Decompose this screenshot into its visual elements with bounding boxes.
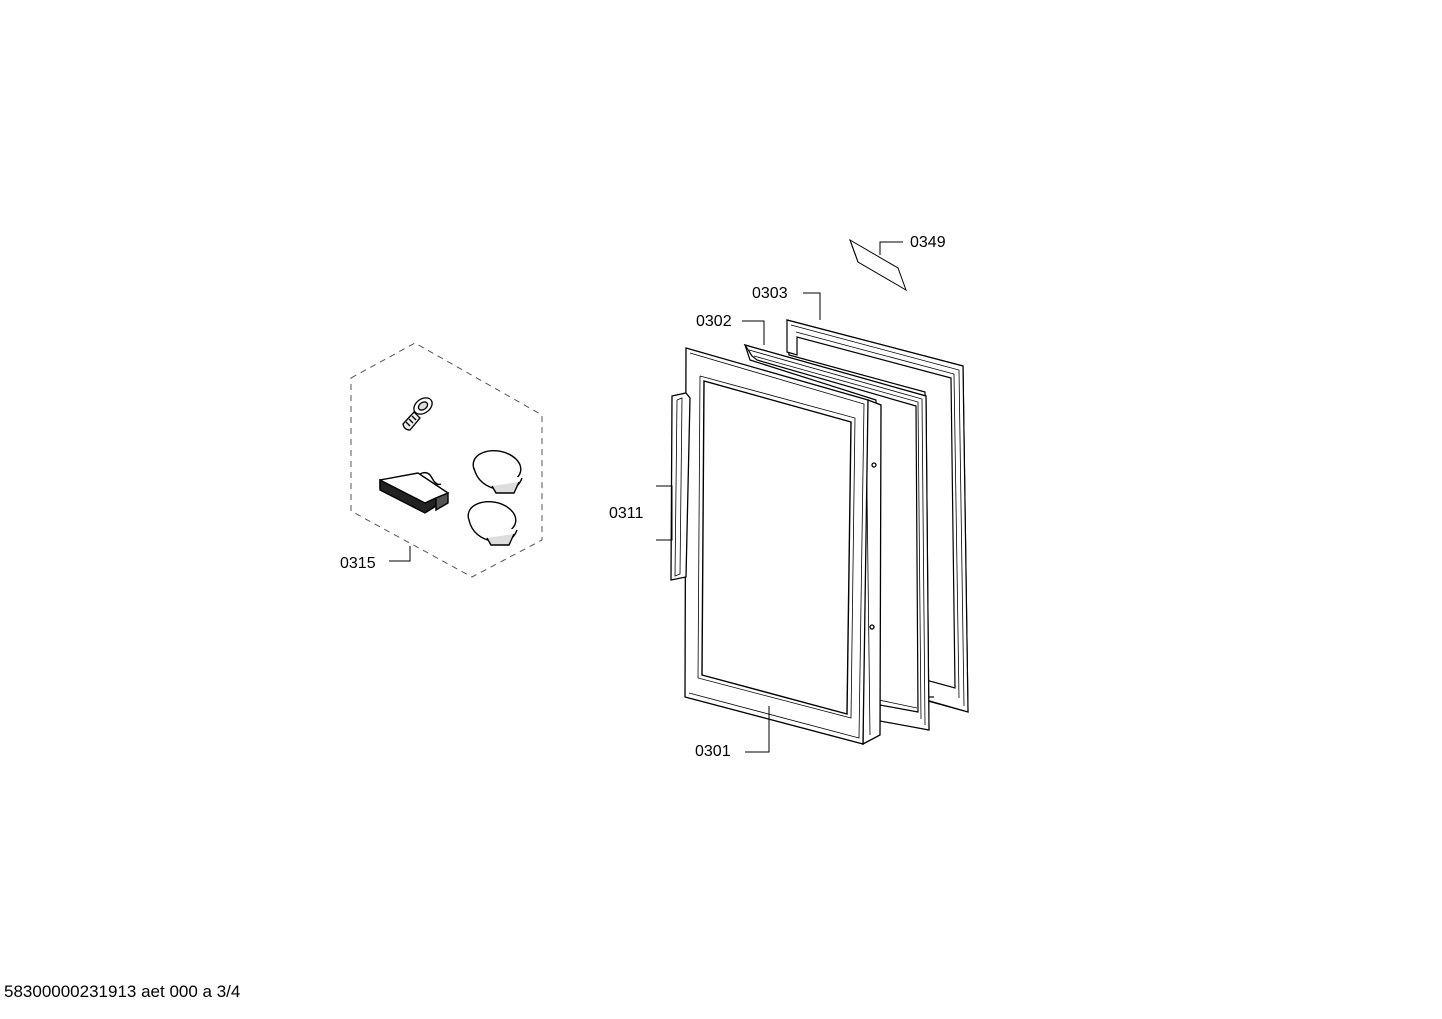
accessory-kit-0315 (351, 343, 542, 577)
leader-line-0302 (742, 321, 764, 345)
screw-part (403, 395, 435, 430)
cap-part-lower (466, 498, 519, 545)
leader-line-0349 (880, 242, 903, 255)
label-sticker-0349 (850, 240, 906, 290)
label-0302: 0302 (696, 313, 732, 330)
leader-line-0311 (656, 486, 672, 540)
label-0315: 0315 (340, 555, 376, 572)
clip-part (380, 473, 448, 513)
door-panel-0301 (685, 348, 881, 752)
label-0311: 0311 (609, 505, 644, 522)
document-id: 58300000231913 aet 000 a 3/4 (4, 982, 241, 1001)
leader-line-0303 (803, 293, 820, 320)
leader-line-0315 (389, 546, 410, 561)
leader-line-0301 (745, 706, 769, 752)
cap-part-upper (471, 447, 524, 493)
accessory-kit-outline (351, 343, 542, 577)
label-0301: 0301 (695, 743, 731, 760)
label-0349: 0349 (910, 234, 946, 251)
label-0303: 0303 (752, 285, 788, 302)
door-handle-0311 (656, 393, 690, 580)
